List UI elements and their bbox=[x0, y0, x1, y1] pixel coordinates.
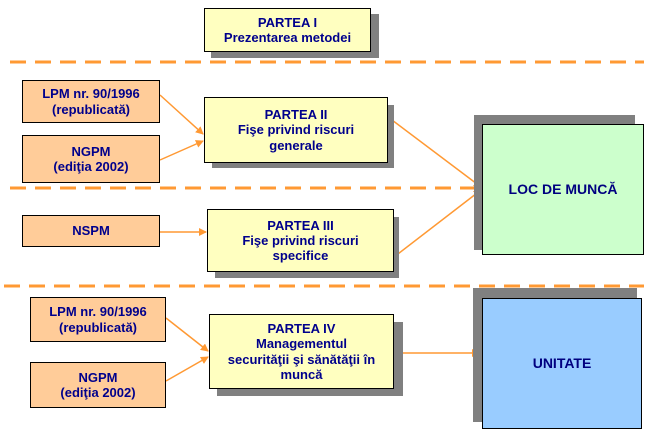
lpm-top-line1: LPM nr. 90/1996 bbox=[42, 86, 140, 102]
arrow-lpm-top-to-partea2 bbox=[159, 94, 204, 135]
lpm-top-box: LPM nr. 90/1996 (republicată) bbox=[22, 80, 160, 123]
arrow-lpm-bottom-to-partea4 bbox=[165, 317, 209, 352]
partea3-box: PARTEA III Fişe privind riscuri specific… bbox=[207, 209, 394, 272]
ngpm-bottom-box: NGPM (ediţia 2002) bbox=[30, 362, 166, 408]
nspm-label: NSPM bbox=[72, 223, 110, 239]
loc-de-munca-box: LOC DE MUNCĂ bbox=[482, 124, 644, 255]
lpm-bottom-box: LPM nr. 90/1996 (republicată) bbox=[30, 297, 166, 342]
partea4-box: PARTEA IV Managementul securităţii şi să… bbox=[209, 314, 394, 389]
partea4-title: PARTEA IV bbox=[267, 320, 336, 336]
partea2-box: PARTEA II Fişe privind riscuri generale bbox=[204, 97, 388, 163]
partea4-line3: securităţii şi sănătăţii în bbox=[227, 351, 376, 367]
partea3-line3: specifice bbox=[272, 248, 329, 264]
partea3-line2: Fişe privind riscuri bbox=[242, 232, 359, 248]
arrow-partea3-to-loc bbox=[393, 189, 482, 258]
partea2-line2: Fişe privind riscuri bbox=[237, 122, 355, 138]
ngpm-top-box: NGPM (ediţia 2002) bbox=[22, 135, 160, 183]
nspm-box: NSPM bbox=[22, 215, 160, 247]
partea1-title: PARTEA I bbox=[257, 14, 318, 30]
partea4-line2: Managementul bbox=[255, 336, 347, 352]
lpm-bottom-line1: LPM nr. 90/1996 bbox=[49, 304, 147, 320]
partea1-box: PARTEA I Prezentarea metodei bbox=[204, 8, 371, 52]
partea2-title: PARTEA II bbox=[264, 107, 328, 122]
partea4-line4: muncă bbox=[280, 366, 323, 382]
arrow-partea2-to-loc bbox=[387, 116, 482, 188]
partea3-title: PARTEA III bbox=[267, 217, 334, 233]
partea2-line3: generale bbox=[269, 137, 323, 153]
lpm-top-line2: (republicată) bbox=[51, 101, 130, 117]
lpm-bottom-line2: (republicată) bbox=[58, 319, 137, 335]
arrow-ngpm-top-to-partea2 bbox=[159, 140, 204, 161]
loc-de-munca-label: LOC DE MUNCĂ bbox=[508, 181, 618, 198]
ngpm-bottom-line1: NGPM bbox=[78, 369, 118, 385]
arrow-ngpm-bottom-to-partea4 bbox=[165, 356, 209, 382]
ngpm-bottom-line2: (ediţia 2002) bbox=[60, 385, 136, 400]
partea1-subtitle: Prezentarea metodei bbox=[223, 30, 352, 45]
ngpm-top-line1: NGPM bbox=[71, 143, 111, 159]
ngpm-top-line2: (ediţia 2002) bbox=[53, 159, 129, 174]
unitate-box: UNITATE bbox=[482, 298, 642, 429]
unitate-label: UNITATE bbox=[532, 355, 592, 372]
